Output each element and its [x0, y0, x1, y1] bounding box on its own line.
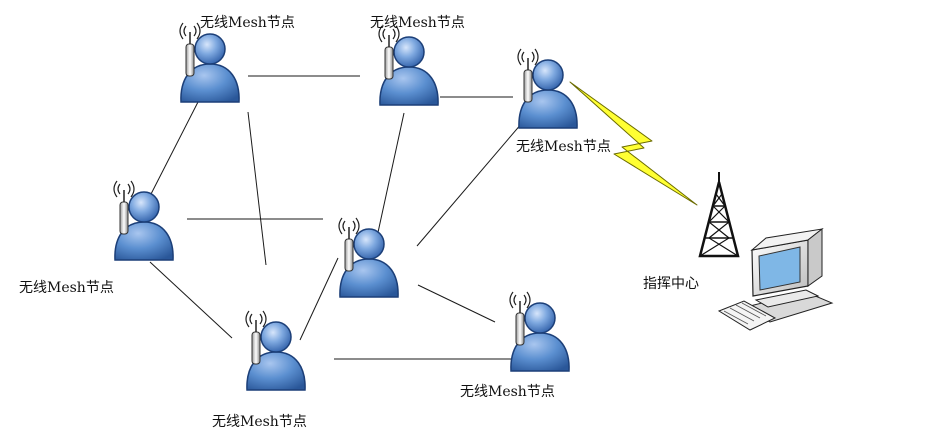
- link-n5-n6: [299, 257, 339, 341]
- person-icon: [114, 191, 174, 261]
- person-icon: [518, 59, 578, 129]
- antenna-icon: [179, 22, 201, 77]
- person-icon: [339, 228, 399, 298]
- link-n1-n6: [247, 111, 267, 266]
- antenna-icon: [517, 48, 539, 103]
- mesh-node-n3: [517, 48, 578, 129]
- antenna-icon: [378, 25, 400, 80]
- mesh-node-n2: [378, 25, 439, 106]
- person-icon: [510, 302, 570, 372]
- node-label-n7: 无线Mesh节点: [460, 384, 555, 400]
- antenna-icon: [113, 180, 135, 235]
- antenna-icon: [245, 310, 267, 365]
- mesh-node-n6: [245, 310, 306, 391]
- mesh-node-n1: [179, 22, 240, 103]
- link-n5-n7: [417, 284, 496, 323]
- antenna-icon: [338, 217, 360, 272]
- wireless-lightning-link: [569, 81, 698, 206]
- person-icon: [180, 33, 240, 103]
- computer-icon: [717, 227, 834, 331]
- node-label-n3: 无线Mesh节点: [516, 139, 611, 155]
- node-label-n6: 无线Mesh节点: [212, 414, 307, 430]
- link-n3-n5: [416, 122, 523, 247]
- link-n1-n4: [149, 101, 199, 197]
- antenna-icon: [509, 291, 531, 346]
- person-icon: [246, 321, 306, 391]
- link-n2-n5: [376, 112, 405, 238]
- mesh-node-n4: [113, 180, 174, 261]
- node-label-n4: 无线Mesh节点: [19, 280, 114, 296]
- command-center-label: 指挥中心: [643, 276, 699, 292]
- node-label-n2: 无线Mesh节点: [370, 15, 465, 31]
- link-n4-n6: [149, 261, 233, 339]
- mesh-links: [149, 75, 525, 360]
- mesh-node-n7: [509, 291, 570, 372]
- node-label-n1: 无线Mesh节点: [200, 15, 295, 31]
- person-icon: [379, 36, 439, 106]
- mesh-node-n5: [338, 217, 399, 298]
- radio-tower-icon: [698, 172, 740, 258]
